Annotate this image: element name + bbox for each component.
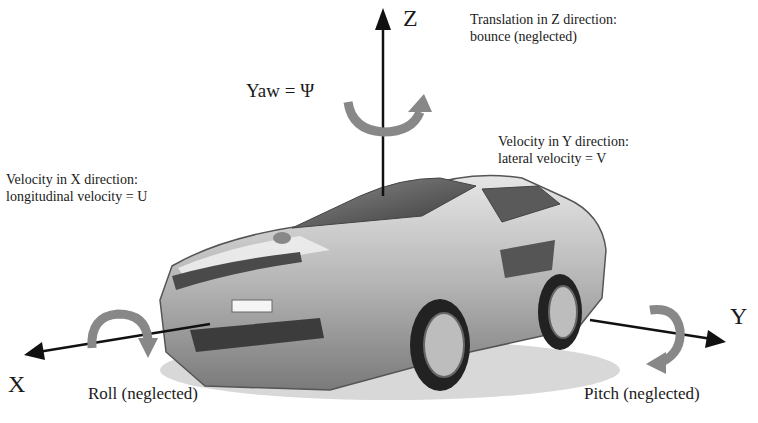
side-window <box>482 186 560 222</box>
x-arrowhead <box>24 342 45 360</box>
y-arrowhead <box>705 330 726 348</box>
roll-arrow <box>92 314 148 348</box>
axis-label: Z <box>403 4 433 33</box>
car-body <box>160 176 606 390</box>
axis-label: X <box>8 370 36 399</box>
z-axis <box>382 26 385 196</box>
x-axis <box>38 324 210 352</box>
rear-wheel <box>538 274 582 350</box>
y-axis <box>590 320 712 339</box>
number-plate <box>232 300 272 312</box>
pitch-label: Pitch (neglected) <box>584 384 749 404</box>
front-intake <box>190 318 324 352</box>
pitch-arrowhead <box>646 352 666 374</box>
roll-label: Roll (neglected) <box>88 384 248 404</box>
roll-arrowhead <box>138 338 158 358</box>
yaw-arrow <box>348 102 420 132</box>
bounce-note: Translation in Z direction: bounce (negl… <box>470 12 652 46</box>
axis-label: Y <box>730 302 754 331</box>
side-intake <box>500 240 555 278</box>
headlights <box>172 252 302 290</box>
front-rim <box>424 313 464 377</box>
rear-rim <box>549 286 577 338</box>
mirror <box>273 232 291 244</box>
z-arrowhead <box>375 8 391 30</box>
longitudinal-velocity-note: Velocity in X direction: longitudinal ve… <box>6 172 192 206</box>
front-wheel <box>410 299 470 391</box>
yaw-label: Yaw = Ψ <box>246 80 338 103</box>
yaw-arrowhead <box>408 94 432 112</box>
lateral-velocity-note: Velocity in Y direction: lateral velocit… <box>498 134 666 168</box>
